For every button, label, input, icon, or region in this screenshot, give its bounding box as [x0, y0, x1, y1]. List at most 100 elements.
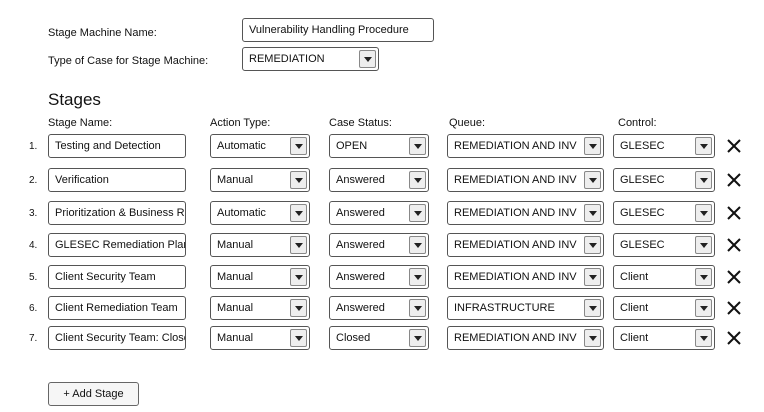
control-select[interactable]: GLESEC	[613, 134, 715, 158]
stage-number: 7.	[29, 333, 38, 344]
queue-value: REMEDIATION AND INVESTIGATION	[454, 332, 577, 344]
chevron-down-icon	[695, 137, 712, 155]
stage-number: 2.	[29, 175, 38, 186]
case-status-select[interactable]: Answered	[329, 296, 429, 320]
close-icon[interactable]	[727, 270, 741, 284]
stage-machine-name-label: Stage Machine Name:	[48, 27, 157, 39]
action-type-select[interactable]: Manual	[210, 168, 310, 192]
stage-number: 5.	[29, 272, 38, 283]
stage-name-input[interactable]: Client Security Team	[48, 265, 186, 289]
chevron-down-icon	[409, 299, 426, 317]
queue-value: INFRASTRUCTURE	[454, 302, 555, 314]
stage-name-input[interactable]: GLESEC Remediation Plan	[48, 233, 186, 257]
chevron-down-icon	[584, 329, 601, 347]
control-value: GLESEC	[620, 174, 665, 186]
action-type-select[interactable]: Manual	[210, 233, 310, 257]
control-select[interactable]: Client	[613, 265, 715, 289]
case-status-value: Answered	[336, 207, 385, 219]
queue-select[interactable]: REMEDIATION AND INVESTIGATION	[447, 134, 604, 158]
column-header-case-status: Case Status:	[329, 117, 392, 129]
control-value: Client	[620, 271, 649, 283]
action-type-select[interactable]: Manual	[210, 296, 310, 320]
chevron-down-icon	[290, 268, 307, 286]
control-select[interactable]: GLESEC	[613, 233, 715, 257]
action-type-value: Manual	[217, 174, 254, 186]
chevron-down-icon	[290, 171, 307, 189]
control-select[interactable]: GLESEC	[613, 201, 715, 225]
control-select[interactable]: Client	[613, 296, 715, 320]
chevron-down-icon	[695, 236, 712, 254]
chevron-down-icon	[290, 299, 307, 317]
chevron-down-icon	[695, 268, 712, 286]
action-type-value: Manual	[217, 239, 254, 251]
stages-heading: Stages	[48, 90, 101, 109]
chevron-down-icon	[409, 204, 426, 222]
chevron-down-icon	[290, 137, 307, 155]
chevron-down-icon	[584, 236, 601, 254]
case-status-select[interactable]: Answered	[329, 201, 429, 225]
case-status-select[interactable]: Answered	[329, 265, 429, 289]
chevron-down-icon	[695, 171, 712, 189]
chevron-down-icon	[695, 329, 712, 347]
chevron-down-icon	[409, 171, 426, 189]
column-header-action-type: Action Type:	[210, 117, 271, 129]
stage-name-input[interactable]: Prioritization & Business Re	[48, 201, 186, 225]
queue-select[interactable]: REMEDIATION AND INVESTIGATION	[447, 326, 604, 350]
action-type-select[interactable]: Manual	[210, 265, 310, 289]
queue-select[interactable]: INFRASTRUCTURE	[447, 296, 604, 320]
column-header-queue: Queue:	[449, 117, 486, 129]
stage-machine-name-input[interactable]: Vulnerability Handling Procedure	[242, 18, 434, 42]
control-value: GLESEC	[620, 239, 665, 251]
control-value: Client	[620, 332, 649, 344]
chevron-down-icon	[409, 268, 426, 286]
chevron-down-icon	[584, 204, 601, 222]
action-type-select[interactable]: Manual	[210, 326, 310, 350]
chevron-down-icon	[290, 204, 307, 222]
chevron-down-icon	[409, 236, 426, 254]
chevron-down-icon	[290, 236, 307, 254]
action-type-select[interactable]: Automatic	[210, 201, 310, 225]
chevron-down-icon	[695, 299, 712, 317]
queue-select[interactable]: REMEDIATION AND INVESTIGATION	[447, 265, 604, 289]
close-icon[interactable]	[727, 331, 741, 345]
control-select[interactable]: Client	[613, 326, 715, 350]
case-status-select[interactable]: OPEN	[329, 134, 429, 158]
queue-select[interactable]: REMEDIATION AND INVESTIGATION	[447, 233, 604, 257]
case-status-select[interactable]: Closed	[329, 326, 429, 350]
case-status-select[interactable]: Answered	[329, 233, 429, 257]
control-select[interactable]: GLESEC	[613, 168, 715, 192]
case-status-value: Answered	[336, 174, 385, 186]
chevron-down-icon	[584, 171, 601, 189]
queue-select[interactable]: REMEDIATION AND INVESTIGATION	[447, 168, 604, 192]
close-icon[interactable]	[727, 139, 741, 153]
stage-name-input[interactable]: Testing and Detection	[48, 134, 186, 158]
stage-name-input[interactable]: Verification	[48, 168, 186, 192]
case-type-select[interactable]: REMEDIATION	[242, 47, 379, 71]
stage-name-input[interactable]: Client Security Team: Close	[48, 326, 186, 350]
close-icon[interactable]	[727, 238, 741, 252]
chevron-down-icon	[290, 329, 307, 347]
column-header-stage-name: Stage Name:	[48, 117, 113, 129]
close-icon[interactable]	[727, 206, 741, 220]
chevron-down-icon	[584, 299, 601, 317]
queue-select[interactable]: REMEDIATION AND INVESTIGATION	[447, 201, 604, 225]
action-type-value: Manual	[217, 302, 254, 314]
action-type-value: Automatic	[217, 207, 266, 219]
stage-number: 4.	[29, 240, 38, 251]
stage-name-input[interactable]: Client Remediation Team	[48, 296, 186, 320]
case-status-select[interactable]: Answered	[329, 168, 429, 192]
control-value: Client	[620, 302, 649, 314]
action-type-value: Manual	[217, 332, 254, 344]
case-status-value: Closed	[336, 332, 371, 344]
stage-number: 1.	[29, 141, 38, 152]
action-type-select[interactable]: Automatic	[210, 134, 310, 158]
queue-value: REMEDIATION AND INVESTIGATION	[454, 239, 577, 251]
add-stage-button[interactable]: + Add Stage	[48, 382, 139, 406]
queue-value: REMEDIATION AND INVESTIGATION	[454, 140, 577, 152]
close-icon[interactable]	[727, 173, 741, 187]
queue-value: REMEDIATION AND INVESTIGATION	[454, 207, 577, 219]
control-value: GLESEC	[620, 140, 665, 152]
chevron-down-icon	[409, 137, 426, 155]
close-icon[interactable]	[727, 301, 741, 315]
case-type-label: Type of Case for Stage Machine:	[48, 55, 209, 67]
